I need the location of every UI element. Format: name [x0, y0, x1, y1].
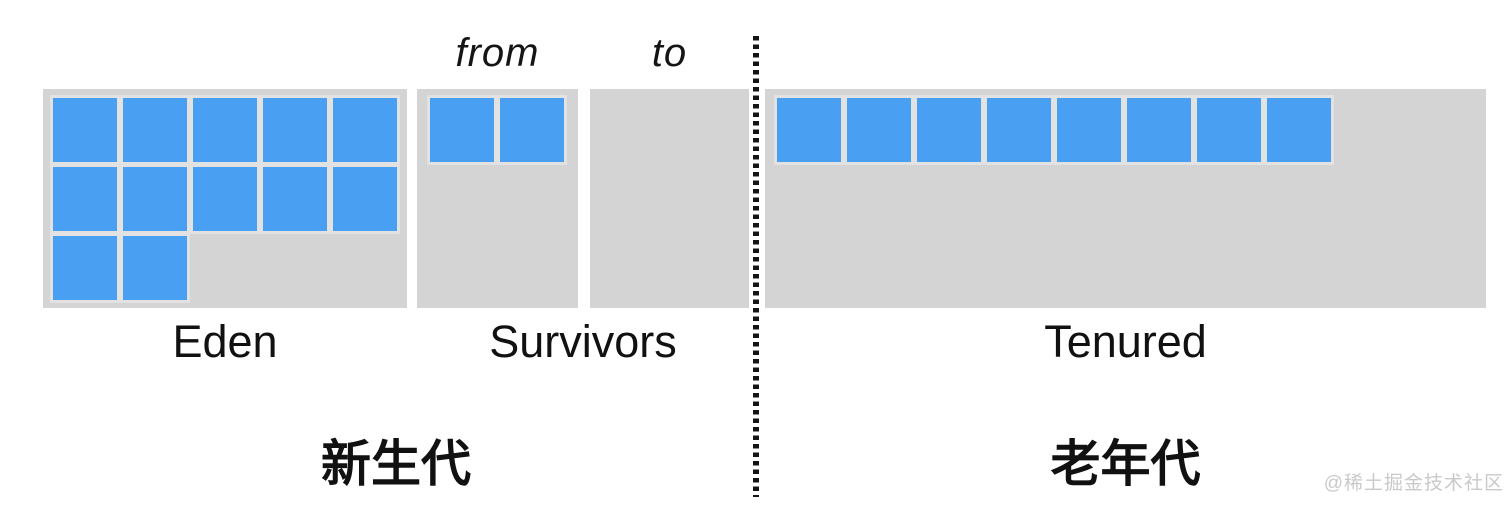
tenured-label: Tenured — [1044, 316, 1207, 367]
memory-block — [1057, 98, 1121, 162]
survivor-from-label: from — [455, 31, 540, 75]
memory-block — [1267, 98, 1331, 162]
block-row — [53, 236, 397, 300]
memory-block — [123, 98, 187, 162]
memory-block — [123, 167, 187, 231]
memory-block — [53, 236, 117, 300]
memory-block — [333, 98, 397, 162]
block-row — [600, 98, 739, 162]
block-row — [430, 98, 568, 162]
memory-block — [500, 98, 564, 162]
eden-region — [43, 89, 407, 308]
memory-block — [1197, 98, 1261, 162]
memory-block — [263, 98, 327, 162]
memory-block — [193, 98, 257, 162]
old-generation-label: 老年代 — [1050, 436, 1201, 492]
memory-block — [333, 167, 397, 231]
survivors-label: Survivors — [489, 316, 677, 367]
tenured-region — [765, 89, 1486, 308]
memory-block — [193, 167, 257, 231]
memory-block — [263, 167, 327, 231]
juejin-watermark: @稀土掘金技术社区 — [1323, 473, 1504, 494]
memory-block — [917, 98, 981, 162]
memory-block — [987, 98, 1051, 162]
survivor-to-region — [590, 89, 749, 308]
memory-block — [53, 98, 117, 162]
memory-block — [53, 167, 117, 231]
eden-label: Eden — [172, 316, 278, 367]
generation-divider-dotted-line — [753, 36, 759, 497]
block-row — [53, 167, 397, 231]
survivor-to-label: to — [651, 31, 688, 75]
memory-block — [123, 236, 187, 300]
young-generation-label: 新生代 — [321, 436, 471, 492]
memory-block — [430, 98, 494, 162]
block-row — [777, 98, 1476, 162]
memory-block — [777, 98, 841, 162]
memory-block — [1127, 98, 1191, 162]
memory-block — [847, 98, 911, 162]
block-row — [53, 98, 397, 162]
survivor-from-region — [417, 89, 578, 308]
